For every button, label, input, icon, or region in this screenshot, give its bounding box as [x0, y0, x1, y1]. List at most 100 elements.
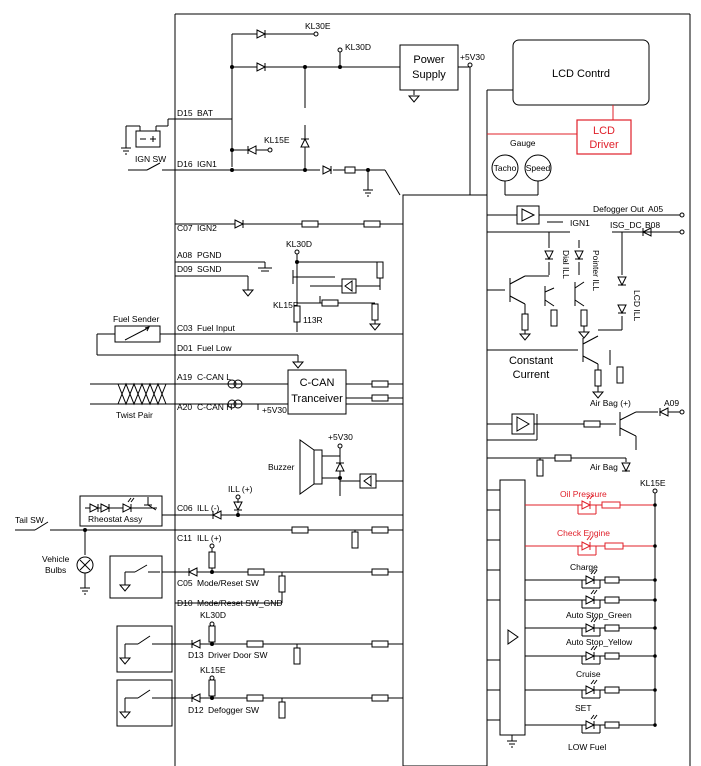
tacho-label: Tacho — [494, 163, 517, 173]
constant-current-label-2: Current — [513, 369, 550, 381]
ign-switch: IGN SW — [120, 118, 175, 171]
warning-lamp-list: Oil Pressure Check Engine Charge — [525, 489, 657, 752]
constant-current-label-1: Constant — [509, 355, 553, 367]
constant-current-section: Dial ILL Pointer ILL ISG_DC B08 LCD ILL — [487, 220, 685, 399]
pin-c07-name: IGN2 — [197, 223, 217, 233]
kl15e-label-2: KL15E — [200, 665, 226, 675]
lcd-driver-label-2: Driver — [589, 139, 619, 151]
fuel-sender: Fuel Sender — [96, 314, 175, 356]
air-bag-label: Air Bag — [590, 462, 618, 472]
mcu-block — [402, 194, 488, 766]
lamp-charge: Charge — [525, 562, 657, 589]
speed-label: Speed — [526, 163, 551, 173]
rheostat-box — [79, 495, 163, 527]
pin-d01-name: Fuel Low — [197, 343, 232, 353]
illumination-section: Tail SW Vehicle Bulbs Rheostat Assy C06 … — [15, 484, 403, 595]
lamp-label-7: LOW Fuel — [568, 742, 606, 752]
lcd-control-label: LCD Contrd — [552, 68, 610, 80]
ccan-section: Twist Pair A19 C-CAN L A20 C-CAN H +5V30… — [90, 369, 403, 420]
lcd-driver-block — [576, 119, 632, 155]
plus5v30-buzzer-label: +5V30 — [328, 432, 353, 442]
pin-d15: D15 — [177, 108, 193, 118]
pin-c11: C11 — [177, 533, 192, 543]
lamp-label-0: Oil Pressure — [560, 489, 607, 499]
pin-d09: D09 — [177, 264, 193, 274]
dial-ill-label: Dial ILL — [561, 250, 571, 279]
pin-c06-name: ILL (-) — [197, 503, 220, 513]
pin-d15-name: BAT — [197, 108, 213, 118]
kl15e-label: KL15E — [264, 135, 290, 145]
gauge-section: Gauge Tacho Speed — [491, 138, 552, 196]
power-supply-label-1: Power — [413, 54, 445, 66]
power-supply-block — [399, 44, 459, 91]
pin-d16-name: IGN1 — [197, 159, 217, 169]
buzzer-label: Buzzer — [268, 462, 295, 472]
kl30d-label-2: KL30D — [286, 239, 312, 249]
kl30d-label-3: KL30D — [200, 610, 226, 620]
defogger-out-label: Defogger Out — [593, 204, 645, 214]
ign1-right-label: IGN1 — [570, 218, 590, 228]
kl15f-label: KL15F — [273, 300, 298, 310]
ccan-transceiver-block — [287, 369, 347, 415]
vehicle-label-1: Vehicle — [42, 554, 70, 564]
plus5v30-can-label: +5V30 — [262, 405, 287, 415]
ccan-label-1: C-CAN — [300, 377, 335, 389]
a09-label: A09 — [664, 398, 679, 408]
kl15e-right-label: KL15E — [640, 478, 666, 488]
buzzer-section: Buzzer +5V30 — [268, 432, 403, 496]
lamp-check-engine: Check Engine — [525, 528, 657, 556]
pin-c05: C05 — [177, 578, 193, 588]
pin-c07: C07 — [177, 223, 193, 233]
lcd-ill-label: LCD ILL — [632, 290, 642, 321]
pin-d13-name: Driver Door SW — [208, 650, 268, 660]
lcd-section: LCD Contrd LCD Driver — [486, 39, 650, 195]
pin-a20: A20 — [177, 402, 192, 412]
pin-c05-name: Mode/Reset SW — [197, 578, 259, 588]
lamp-label-4: Auto Stop_Yellow — [566, 637, 633, 647]
lamp-label-3: Auto Stop_Green — [566, 610, 632, 620]
power-section: Power Supply +5V30 KL30E KL30D KL15E — [175, 21, 485, 195]
airbag-section: Air Bag (+) A09 Air Bag — [487, 398, 685, 477]
kl30d-label: KL30D — [345, 42, 371, 52]
lamp-oil-pressure: Oil Pressure — [525, 489, 657, 515]
ign-sw-label: IGN SW — [135, 154, 166, 164]
isg-dc-label: ISG_DC — [610, 220, 642, 230]
pin-a08: A08 — [177, 250, 192, 260]
rheostat-label: Rheostat Assy — [88, 514, 143, 524]
lamp-label-6: SET — [575, 703, 592, 713]
pin-a19-name: C-CAN L — [197, 372, 231, 382]
mode-reset-section: C05 Mode/Reset SW D10 Mode/Reset SW_GND — [109, 543, 403, 608]
pin-c03: C03 — [177, 323, 193, 333]
lamp-label-2: Charge — [570, 562, 598, 572]
pin-c11-name: ILL (+) — [197, 533, 222, 543]
kl30e-label: KL30E — [305, 21, 331, 31]
lamp-auto-stop-yellow: Auto Stop_Yellow — [525, 617, 657, 647]
pin-d16: D16 — [177, 159, 193, 169]
pin-c03-name: Fuel Input — [197, 323, 235, 333]
lamp-low-fuel: LOW Fuel — [525, 714, 657, 752]
power-supply-label-2: Supply — [412, 69, 446, 81]
defogger-section: D12 Defogger SW KL15E — [116, 665, 403, 727]
pin-d12-name: Defogger SW — [208, 705, 259, 715]
lamp-cruise: Cruise — [525, 645, 657, 679]
pin-c06: C06 — [177, 503, 193, 513]
air-bag-plus-label: Air Bag (+) — [590, 398, 631, 408]
b08-label: B08 — [645, 220, 660, 230]
lamp-set: SET — [525, 679, 657, 713]
pin-a20-name: C-CAN H — [197, 402, 232, 412]
pin-a19: A19 — [177, 372, 192, 382]
pin-d09-name: SGND — [197, 264, 222, 274]
pin-d12: D12 — [188, 705, 204, 715]
pin-a08-name: PGND — [197, 250, 222, 260]
driver-door-section: D13 Driver Door SW KL30D — [116, 610, 403, 673]
lamp-auto-stop-green: Auto Stop_Green — [525, 589, 657, 620]
tail-sw-label: Tail SW — [15, 515, 44, 525]
lamp-label-5: Cruise — [576, 669, 601, 679]
ill-plus-label: ILL (+) — [228, 484, 253, 494]
lcd-control-block — [512, 39, 650, 106]
pin-d01: D01 — [177, 343, 193, 353]
lamp-driver-block — [499, 479, 526, 736]
a05-label: A05 — [648, 204, 663, 214]
lamp-label-1: Check Engine — [557, 528, 610, 538]
